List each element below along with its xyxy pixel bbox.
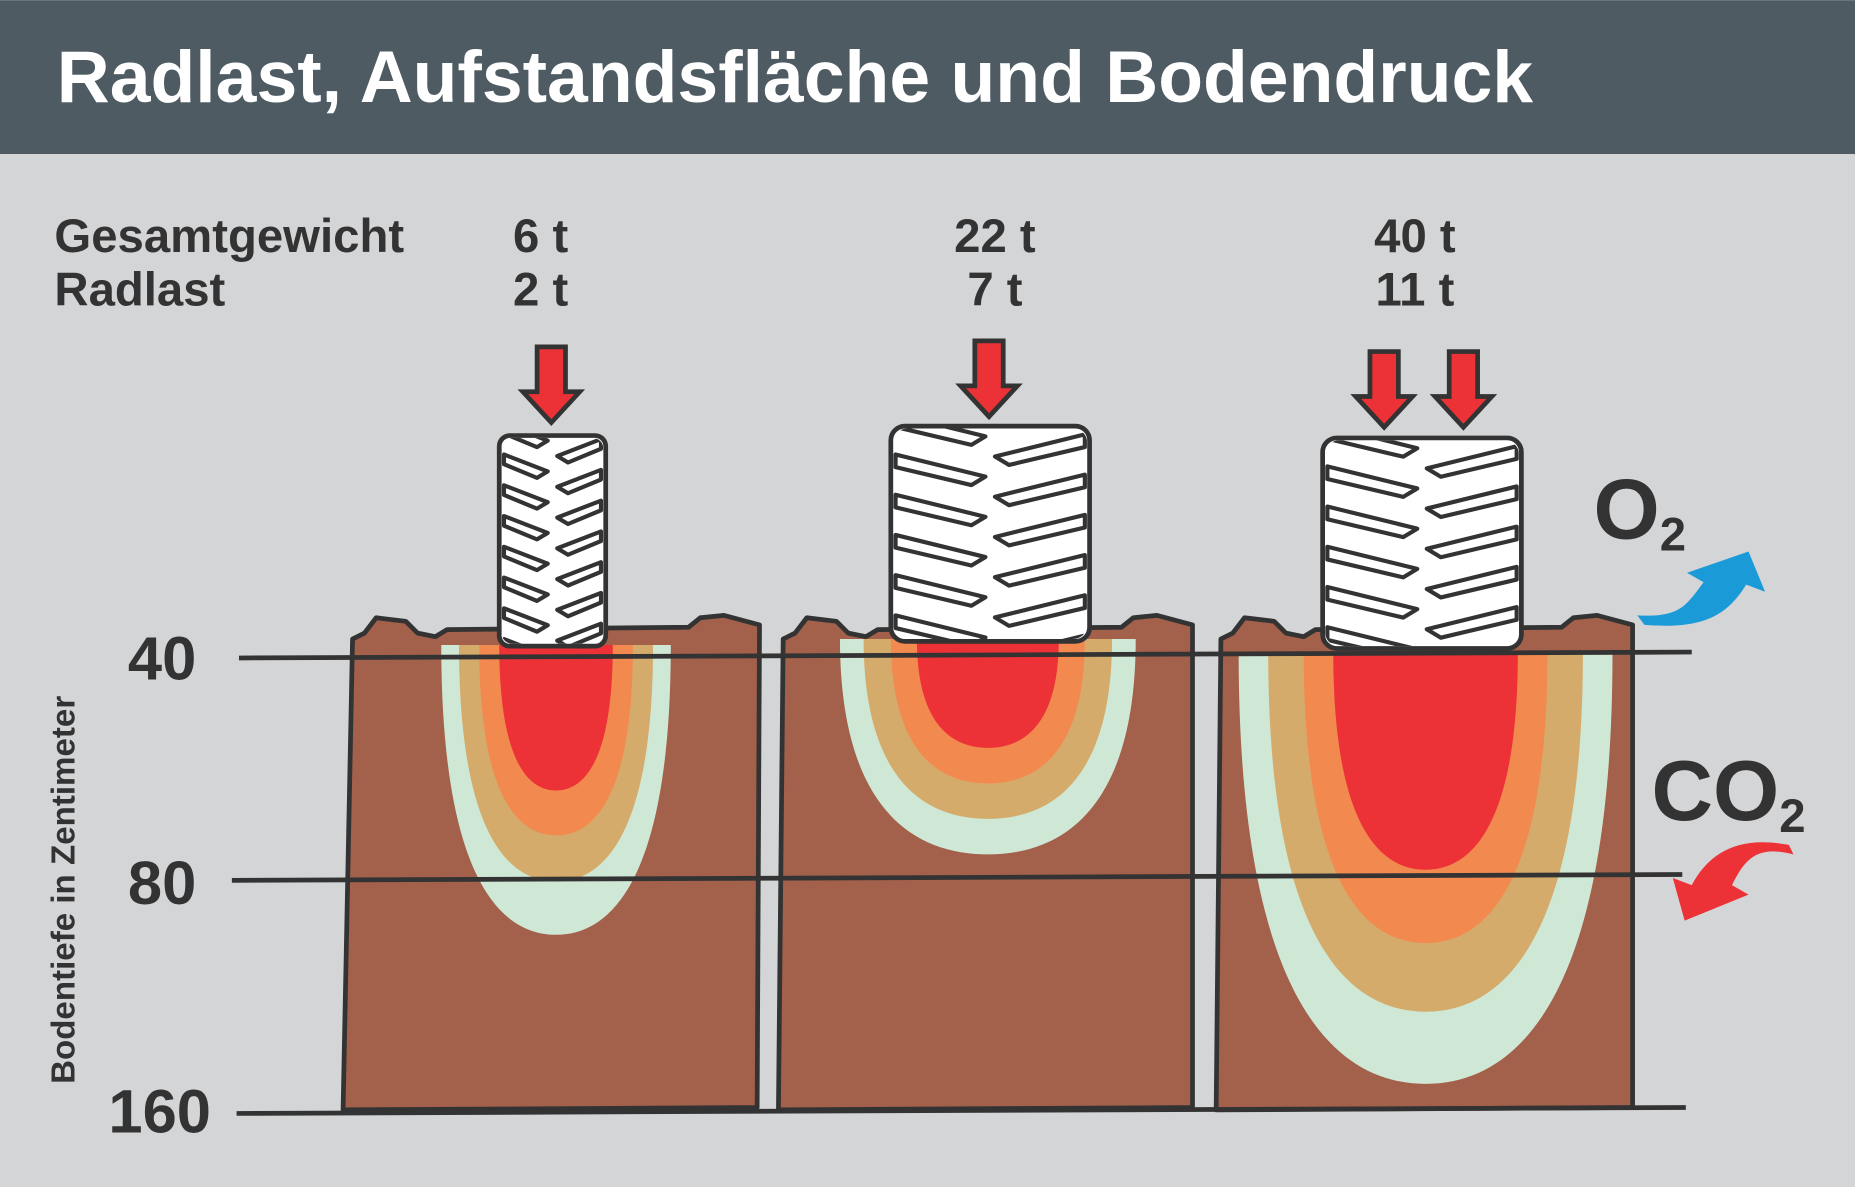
load-arrow-icon — [1350, 349, 1418, 431]
o2-arrow-icon — [1637, 551, 1766, 626]
o2-label: O2 — [1594, 462, 1687, 561]
total-weight-2: 22 t — [954, 210, 1036, 263]
total-weight-1: 6 t — [513, 210, 568, 263]
tire-3 — [1320, 435, 1524, 651]
depth-line-80 — [231, 872, 1683, 883]
wheel-load-2: 7 t — [967, 263, 1022, 316]
o2-main: O — [1594, 462, 1660, 557]
co2-label: CO2 — [1652, 744, 1806, 843]
tread-pattern — [893, 428, 1087, 640]
pressure-zone-max-2 — [916, 639, 1059, 748]
o2-sub: 2 — [1660, 508, 1686, 561]
depth-lines — [231, 649, 1692, 1116]
wheel-load-1: 2 t — [513, 263, 568, 316]
co2-main: CO — [1652, 744, 1780, 839]
tires — [496, 423, 1524, 651]
wheel-load-3: 11 t — [1375, 263, 1454, 316]
tire-2 — [888, 423, 1092, 644]
pressure-zones — [441, 639, 1613, 1084]
co2-sub: 2 — [1779, 790, 1805, 843]
depth-tick-40: 40 — [128, 624, 196, 693]
depth-line-40 — [238, 649, 1692, 661]
page-title: Radlast, Aufstandsfläche und Bodendruck — [57, 36, 1533, 118]
total-weight-3: 40 t — [1374, 210, 1456, 263]
wheel-load-label: Radlast — [54, 263, 225, 316]
tire-1 — [496, 433, 609, 649]
depth-line-160 — [236, 1105, 1686, 1116]
load-arrows — [517, 338, 1498, 431]
pressure-zone-max-1 — [499, 644, 613, 791]
tread-pattern — [1325, 440, 1519, 647]
pressure-zone-max-3 — [1333, 653, 1518, 870]
depth-tick-160: 160 — [108, 1077, 211, 1146]
load-arrow-icon — [1429, 349, 1498, 431]
load-arrow-icon — [517, 344, 586, 427]
depth-tick-80: 80 — [128, 849, 196, 918]
tread-pattern — [501, 437, 604, 644]
total-weight-label: Gesamtgewicht — [54, 210, 404, 263]
header-bar — [0, 0, 1855, 155]
load-arrow-icon — [955, 338, 1023, 421]
depth-axis-label: Bodentiefe in Zentimeter — [46, 696, 83, 1084]
co2-arrow-icon — [1672, 842, 1794, 921]
